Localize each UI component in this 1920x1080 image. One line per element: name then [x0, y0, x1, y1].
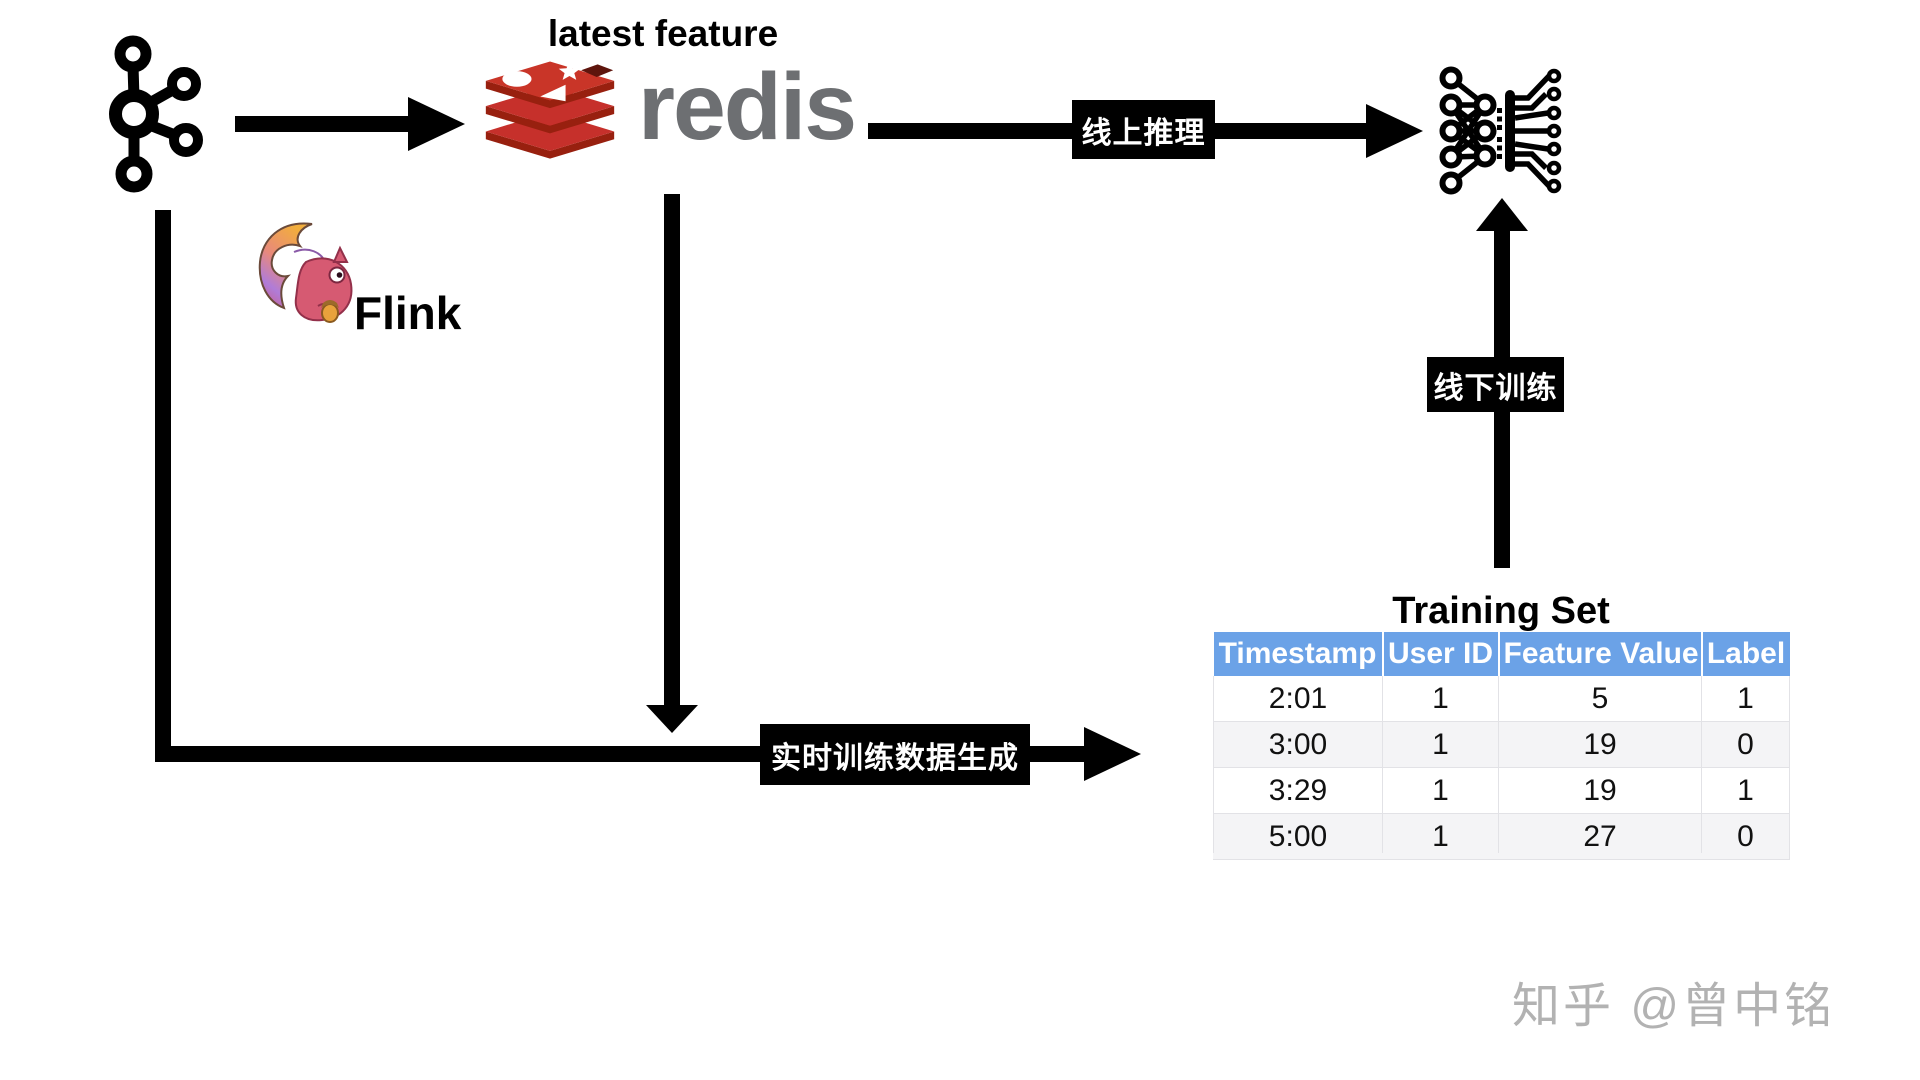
redis-down-arrow-head: [646, 705, 698, 733]
online-inference-label: 线上推理: [1072, 100, 1215, 159]
training-set-table: Timestamp User ID Feature Value Label 2:…: [1213, 632, 1790, 860]
table-cell: 1: [1382, 767, 1499, 814]
neural-network-icon: [1439, 66, 1562, 195]
realtime-arrow-head: [1084, 727, 1141, 781]
table-cell: 19: [1498, 767, 1702, 814]
column-header-timestamp: Timestamp: [1213, 632, 1383, 676]
flink-label: Flink: [354, 287, 462, 339]
column-header-feature-value: Feature Value: [1497, 632, 1702, 676]
offline-training-label: 线下训练: [1427, 357, 1564, 412]
table-cell: 5:00: [1213, 813, 1383, 860]
table-cell: 1: [1382, 721, 1499, 768]
table-cell: 2:01: [1213, 676, 1383, 722]
table-cell: 19: [1498, 721, 1702, 768]
watermark: 知乎 @曾中铭: [1512, 980, 1836, 1033]
table-cell: 1: [1382, 676, 1499, 722]
table-bottom-strip: [1213, 853, 1789, 859]
flink-squirrel-icon: [258, 222, 353, 323]
redis-wordmark: redis: [638, 54, 857, 160]
kafka-to-redis-arrow-head: [408, 97, 465, 151]
table-cell: 1: [1382, 813, 1499, 860]
table-row: 3:00 1 19 0: [1213, 721, 1790, 768]
table-cell: 1: [1701, 676, 1790, 722]
column-header-user-id: User ID: [1381, 632, 1499, 676]
online-inference-arrow-head: [1366, 104, 1423, 158]
kafka-to-redis-arrow-shaft: [235, 116, 413, 132]
table-header-row: Timestamp User ID Feature Value Label: [1213, 632, 1790, 676]
kafka-icon: [109, 35, 203, 193]
redis-down-arrow-shaft: [664, 194, 680, 706]
kafka-branch-line-vertical: [155, 210, 171, 762]
table-cell: 1: [1701, 767, 1790, 814]
table-row: 2:01 1 5 1: [1213, 676, 1790, 722]
table-cell: 3:29: [1213, 767, 1383, 814]
table-cell: 5: [1498, 676, 1702, 722]
realtime-training-label: 实时训练数据生成: [760, 724, 1030, 785]
table-cell: 0: [1701, 813, 1790, 860]
table-cell: 27: [1498, 813, 1702, 860]
table-cell: 3:00: [1213, 721, 1383, 768]
training-set-title: Training Set: [1392, 590, 1610, 632]
offline-training-arrow-head: [1476, 198, 1528, 231]
table-row: 5:00 1 27 0: [1213, 813, 1790, 860]
table-row: 3:29 1 19 1: [1213, 767, 1790, 814]
table-cell: 0: [1701, 721, 1790, 768]
latest-feature-caption: latest feature: [547, 13, 779, 54]
column-header-label: Label: [1700, 632, 1790, 676]
redis-logo-icon: [485, 61, 615, 159]
